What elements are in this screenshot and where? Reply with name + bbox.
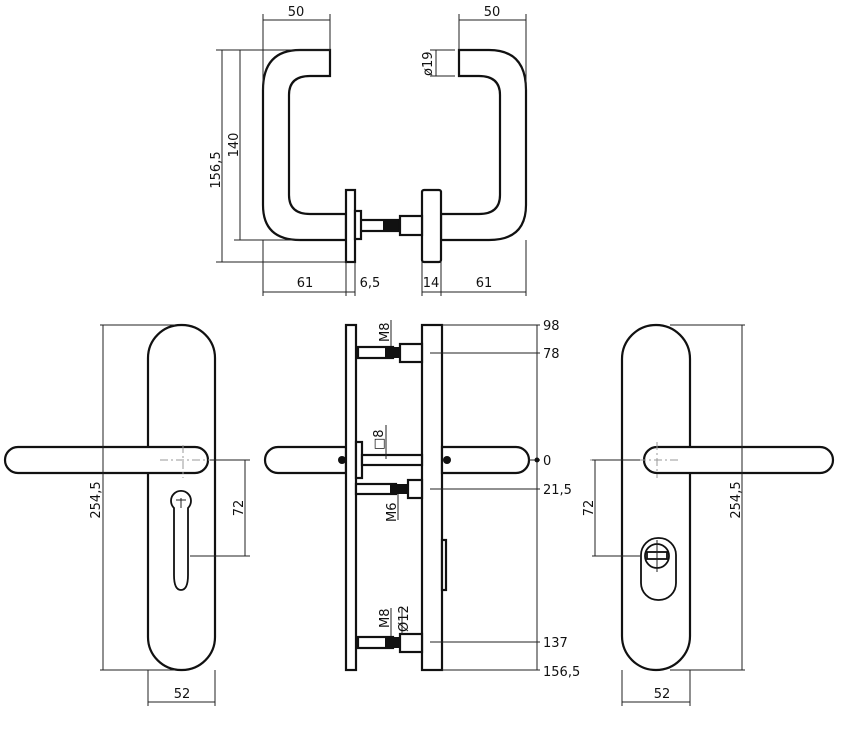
grub-screw <box>443 456 451 464</box>
thread <box>383 220 399 231</box>
dim-projection-left: 61 <box>297 276 314 291</box>
dim-plate-height: 254,5 <box>729 481 744 518</box>
front-view-left: 254,5 72 52 <box>3 323 250 706</box>
dim-plate-width: 52 <box>174 687 191 702</box>
right-lever-top-view <box>439 48 528 242</box>
dim-center-distance: 72 <box>232 500 247 517</box>
grub-screw <box>338 456 346 464</box>
top-view: 50 50 ø19 156,5 140 61 6,5 14 61 <box>209 5 528 296</box>
backplate <box>620 323 692 672</box>
dim-plate-width: 52 <box>654 687 671 702</box>
bush-top <box>398 342 424 364</box>
keyhole <box>170 489 192 591</box>
lever <box>642 445 835 475</box>
dim-rose-right: 14 <box>423 276 440 291</box>
cylinder-rosette <box>640 537 677 601</box>
dim-rose-left: 6,5 <box>360 276 381 291</box>
front-view-right: 72 254,5 52 <box>582 323 835 706</box>
label-spindle: □8 <box>372 429 387 450</box>
level-156-5: 156,5 <box>543 665 580 680</box>
cylinder-cutout <box>440 538 448 592</box>
backplate-right <box>420 323 444 672</box>
backplate <box>146 323 217 672</box>
spindle <box>360 453 424 467</box>
right-rose <box>420 188 443 264</box>
dim-projection-right: 61 <box>476 276 493 291</box>
level-21-5: 21,5 <box>543 483 572 498</box>
dim-center-distance: 72 <box>582 500 597 517</box>
label-thread-top: M8 <box>378 323 393 343</box>
side-view: M8 □8 M6 M8 Ø12 98 78 0 21,5 137 156,5 <box>263 319 580 680</box>
lever <box>3 445 210 475</box>
left-rose <box>344 188 357 264</box>
label-bush-diameter: Ø12 <box>397 605 412 632</box>
dim-height-inner: 140 <box>227 133 242 158</box>
bush-bottom <box>398 632 424 654</box>
dim-width-right: 50 <box>484 5 501 20</box>
screw-bush <box>398 214 424 237</box>
level-78: 78 <box>543 347 560 362</box>
dim-plate-height: 254,5 <box>89 481 104 518</box>
left-lever-top-view <box>261 48 348 242</box>
backplate-left <box>344 323 358 672</box>
dim-diameter: ø19 <box>421 52 436 77</box>
label-thread-mid: M6 <box>385 503 400 523</box>
nut <box>353 209 363 241</box>
bush-mid <box>406 478 424 500</box>
level-98: 98 <box>543 319 560 334</box>
level-0: 0 <box>543 454 551 469</box>
dim-height-total: 156,5 <box>209 151 224 188</box>
lever-right <box>440 445 531 475</box>
lever-left-stub <box>263 445 348 475</box>
level-137: 137 <box>543 636 568 651</box>
label-thread-bottom: M8 <box>378 609 393 629</box>
dim-width-left: 50 <box>288 5 305 20</box>
